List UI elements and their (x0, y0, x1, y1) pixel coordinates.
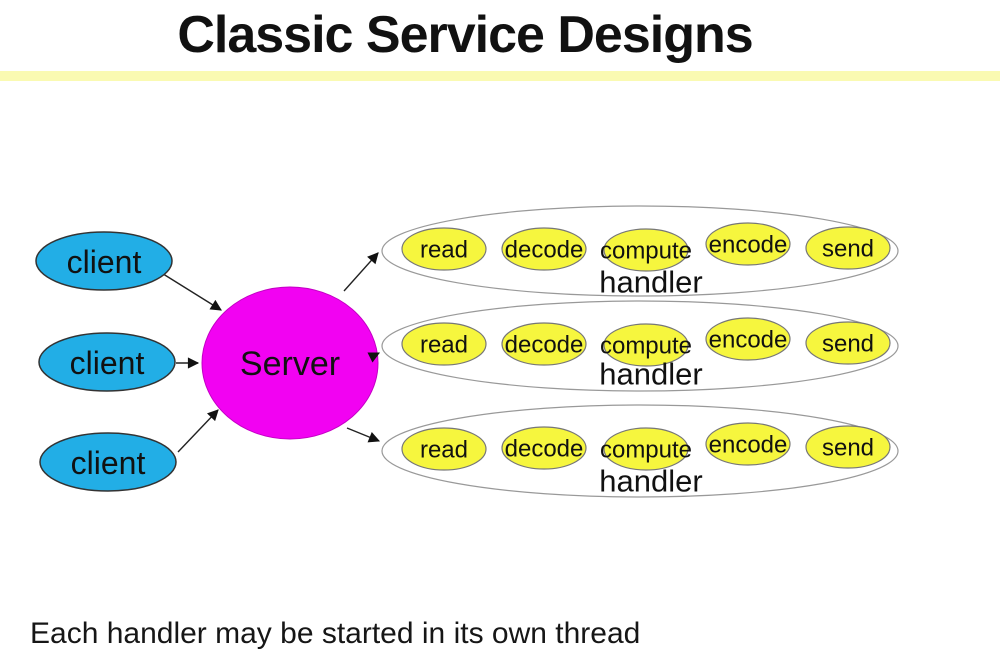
arrow-client3-to-server (177, 409, 219, 453)
server-ellipse (201, 286, 379, 440)
stage-compute-ellipse (603, 427, 689, 471)
client-ellipse (35, 231, 173, 291)
arrow-server-to-handler3 (346, 427, 381, 443)
arrow-server-to-handler1 (343, 252, 379, 292)
arrow-client1-to-server (159, 271, 222, 311)
stage-read-label: read (420, 237, 468, 264)
stage-decode-label: decode (505, 332, 584, 359)
stage-send-ellipse (805, 425, 891, 469)
stage-compute-label: compute (600, 437, 692, 464)
handler-label: handler (599, 464, 702, 499)
stage-send-label: send (822, 331, 874, 358)
stage-read-ellipse (401, 322, 487, 366)
handler-group: read decode compute encode send handler (381, 404, 899, 499)
arrow-server-to-handler2 (367, 352, 381, 363)
stage-encode-ellipse (705, 317, 791, 361)
stage-read-ellipse (401, 427, 487, 471)
stage-encode-label: encode (709, 232, 788, 259)
stage-decode-ellipse (501, 227, 587, 271)
server-label: Server (240, 345, 340, 383)
stage-compute-label: compute (600, 333, 692, 360)
stage-send-label: send (822, 435, 874, 462)
stage-encode-ellipse (705, 422, 791, 466)
slide-caption: Each handler may be started in its own t… (30, 617, 641, 650)
stage-decode-ellipse (501, 322, 587, 366)
stage-compute-ellipse (603, 323, 689, 367)
stage-read-ellipse (401, 227, 487, 271)
stage-decode-label: decode (505, 237, 584, 264)
handler-label: handler (599, 265, 702, 300)
stage-compute-label: compute (600, 238, 692, 265)
slide-title: Classic Service Designs (177, 6, 753, 64)
client-label: client (71, 445, 146, 481)
client-label: client (67, 244, 142, 280)
client-node: client (39, 432, 177, 492)
client-label: client (70, 345, 145, 381)
client-node: client (35, 231, 173, 291)
stage-send-label: send (822, 236, 874, 263)
client-node: client (38, 332, 176, 392)
stage-send-ellipse (805, 226, 891, 270)
stage-send-ellipse (805, 321, 891, 365)
stage-compute-ellipse (603, 228, 689, 272)
server-node: Server (201, 286, 379, 440)
client-ellipse (39, 432, 177, 492)
handler-group: read decode compute encode send handler (381, 205, 899, 300)
stage-encode-label: encode (709, 327, 788, 354)
stage-decode-ellipse (501, 426, 587, 470)
stage-read-label: read (420, 437, 468, 464)
client-ellipse (38, 332, 176, 392)
stage-read-label: read (420, 332, 468, 359)
title-underline-rule (0, 71, 1000, 81)
stage-decode-label: decode (505, 436, 584, 463)
handler-label: handler (599, 357, 702, 392)
stage-encode-label: encode (709, 432, 788, 459)
stage-encode-ellipse (705, 222, 791, 266)
handler-group: read decode compute encode send handler (381, 300, 899, 392)
